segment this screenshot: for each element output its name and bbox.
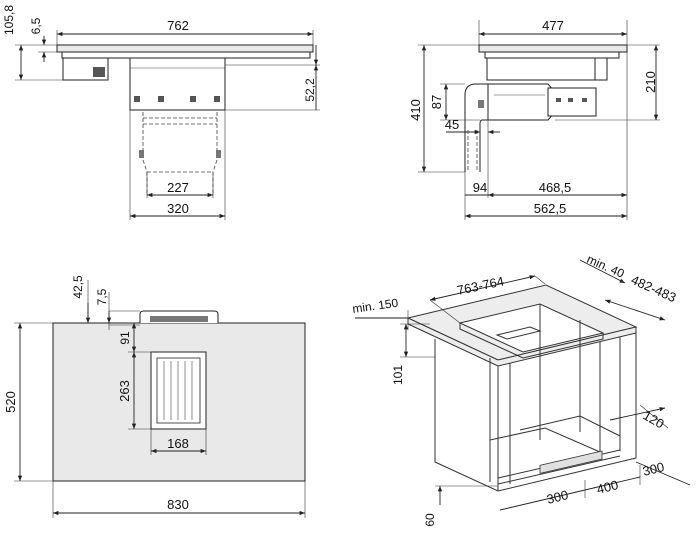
front-depth-total: 105,8 — [2, 5, 16, 35]
top-grille-top: 91 — [118, 331, 132, 345]
cabinet-view: min. 150 763-764 min. 40 482-483 101 120… — [351, 252, 691, 527]
side-duct — [464, 83, 489, 172]
cabinet-bottom-left: 300 — [545, 487, 570, 507]
top-grille-width: 168 — [167, 436, 189, 451]
top-grille — [150, 351, 207, 430]
top-grille-height: 263 — [117, 380, 132, 402]
side-frame — [484, 51, 620, 59]
front-glass-top — [56, 44, 314, 53]
front-side-gap: 52,2 — [303, 78, 317, 102]
side-width-total: 477 — [542, 18, 564, 33]
side-glass-top — [478, 44, 628, 53]
side-duct-offset: 45 — [445, 117, 459, 132]
side-view: 477 210 410 87 45 94 468,5 562,5 — [408, 18, 660, 220]
side-body — [486, 57, 603, 81]
cabinet-bottom-mid: 400 — [595, 477, 620, 497]
front-view: 762 105,8 6,5 52,2 227 320 — [2, 5, 320, 220]
side-motor — [487, 83, 556, 121]
front-connector — [93, 67, 105, 77]
side-duct-depth: 94 — [473, 180, 487, 195]
side-motor-depth: 468,5 — [539, 180, 572, 195]
front-depth-glass: 6,5 — [29, 17, 43, 34]
side-height-motor: 210 — [643, 71, 658, 93]
front-duct-outer: 320 — [167, 201, 189, 216]
cabinet-foot: 60 — [423, 513, 437, 527]
side-height-total: 410 — [408, 99, 423, 121]
cabinet-min-back: min. 40 — [585, 252, 627, 281]
top-depth: 520 — [3, 391, 18, 413]
cabinet-top-height: 101 — [391, 365, 405, 385]
cabinet-bottom-right: 300 — [641, 459, 666, 479]
cabinet-cutout-width: 763-764 — [456, 273, 506, 298]
top-offset-a: 42,5 — [71, 275, 85, 299]
cabinet-min-front: min. 150 — [351, 296, 399, 316]
side-total-depth: 562,5 — [534, 201, 567, 216]
front-duct-inner: 227 — [167, 180, 189, 195]
front-frame — [61, 51, 311, 59]
cabinet-side-depth: 120 — [641, 408, 667, 432]
top-width: 830 — [167, 497, 189, 512]
front-width-total: 762 — [167, 18, 189, 33]
top-view: 42,5 7,5 91 263 168 520 830 — [3, 275, 306, 518]
top-offset-b: 7,5 — [95, 288, 109, 305]
side-duct-height: 87 — [429, 95, 444, 109]
front-fan-housing — [129, 57, 226, 111]
cabinet-cutout-depth: 482-483 — [629, 272, 679, 305]
